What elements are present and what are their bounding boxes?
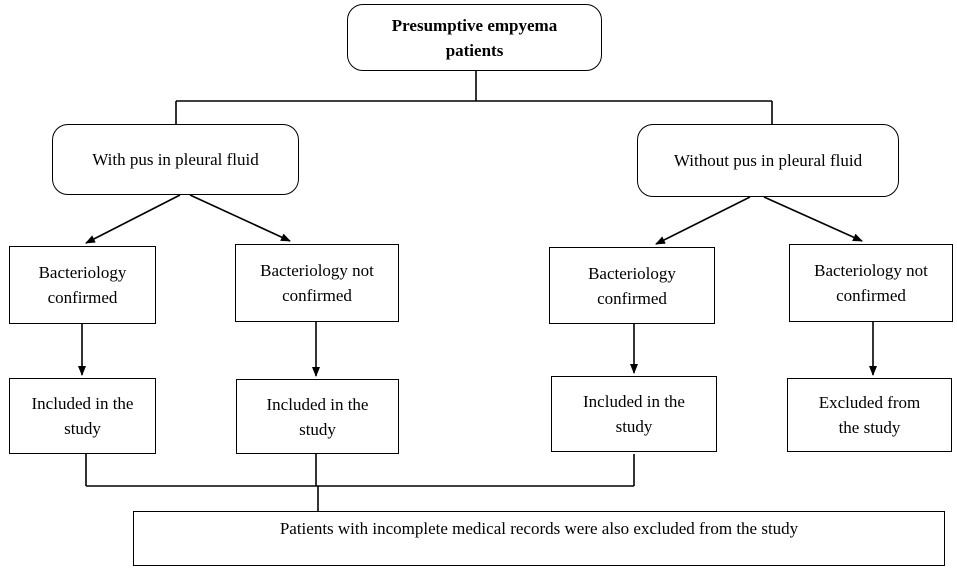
node-root: Presumptive empyema patients <box>347 4 602 71</box>
node-footer-exclusion: Patients with incomplete medical records… <box>133 511 945 566</box>
node-with-bacteriology-confirmed: Bacteriology confirmed <box>9 246 156 324</box>
node-without-bacteriology-confirmed: Bacteriology confirmed <box>549 247 715 324</box>
node-outcome-included-2: Included in the study <box>236 379 399 454</box>
node-outcome-included-1: Included in the study <box>9 378 156 454</box>
node-with-bacteriology-not-confirmed: Bacteriology not confirmed <box>235 244 399 322</box>
node-outcome-excluded: Excluded from the study <box>787 378 952 452</box>
arrow-without-to-not-confirmed <box>763 196 863 242</box>
arrow-with-to-confirmed <box>85 194 181 244</box>
arrow-without-to-confirmed <box>655 196 751 245</box>
node-with-pus: With pus in pleural fluid <box>52 124 299 195</box>
node-without-pus: Without pus in pleural fluid <box>637 124 899 197</box>
arrow-with-to-not-confirmed <box>189 194 291 242</box>
node-outcome-included-3: Included in the study <box>551 376 717 452</box>
node-without-bacteriology-not-confirmed: Bacteriology not confirmed <box>789 244 953 322</box>
